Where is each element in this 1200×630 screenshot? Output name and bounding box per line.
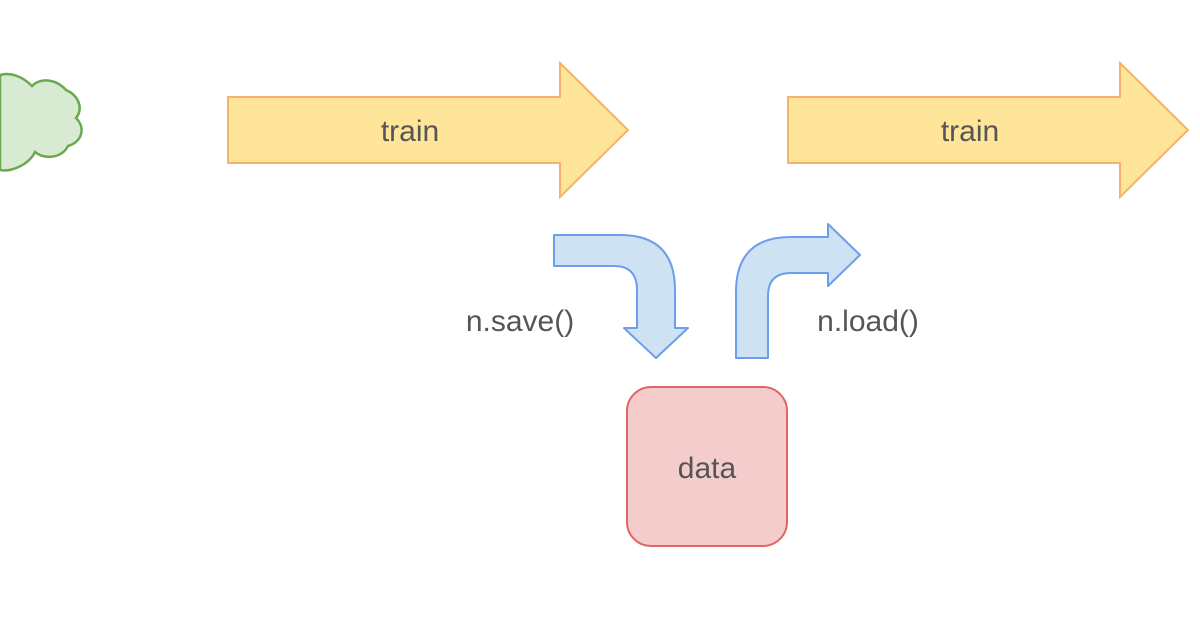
storage-box: data [626,386,788,547]
load-arrow [735,223,861,359]
cloud-shape [0,72,83,172]
save-label: n.save() [466,305,574,338]
storage-label: data [678,452,737,485]
train-arrow-2-label: train [941,115,999,148]
train-arrow-1: train [227,60,630,200]
train-arrow-2: train [787,60,1190,200]
save-arrow [553,234,689,359]
load-label: n.load() [817,305,919,338]
train-arrow-1-label: train [381,115,439,148]
